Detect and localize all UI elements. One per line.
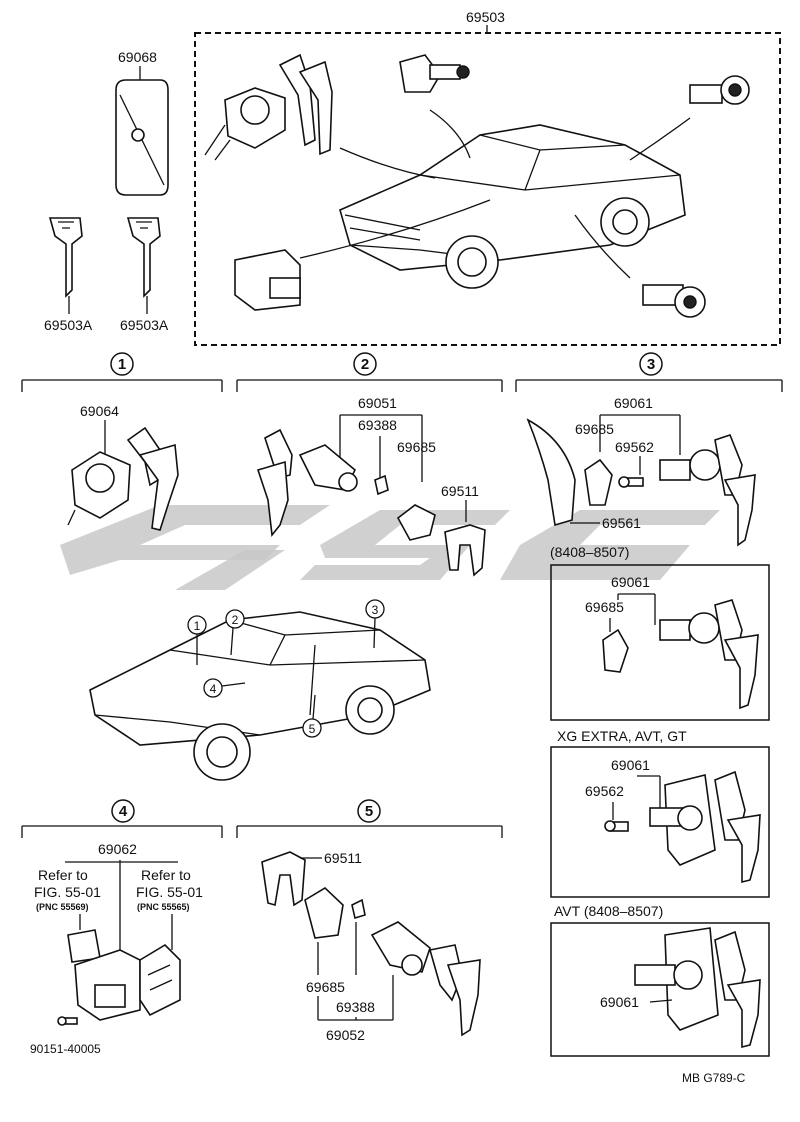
arrow-5 <box>574 214 631 279</box>
clip-label-5: 69511 <box>324 850 362 866</box>
glovebox-lock-top <box>234 249 301 311</box>
key-left <box>48 217 83 314</box>
retainer-clip-2 <box>374 474 389 496</box>
bracket-3 <box>526 418 576 527</box>
section-5-marker <box>357 799 381 823</box>
box-b-pin-label: 69562 <box>585 783 624 799</box>
section-1-number: 1 <box>118 356 126 373</box>
svg-text:3: 3 <box>372 603 379 617</box>
box-c-lock-cylinder <box>634 927 761 1049</box>
retaining-clip-5 <box>261 851 306 907</box>
top-car-illustration <box>339 124 686 289</box>
ignition-lock-cylinder <box>67 426 179 531</box>
refer-left-line1: Refer to <box>38 867 88 883</box>
gasket-5 <box>304 887 344 939</box>
trunk-lock-cylinder-3 <box>659 434 756 547</box>
retainer-clip-5 <box>351 898 366 920</box>
gasket-label-3: 69685 <box>575 421 614 437</box>
svg-text:4: 4 <box>210 682 217 696</box>
clip-label-2: 69511 <box>441 483 479 499</box>
box-a-title: (8408–8507) <box>550 544 629 560</box>
door-cylinder-top-bottom-right <box>642 284 706 318</box>
variant-box-a <box>550 564 770 721</box>
retainer-label-5: 69388 <box>336 999 375 1015</box>
box-a-gasket-label: 69685 <box>585 599 624 615</box>
box-b-lock-cylinder <box>649 770 761 884</box>
retainer-label-2: 69388 <box>358 417 397 433</box>
figure-code: MB G789-C <box>682 1071 746 1085</box>
section-4-number: 4 <box>119 803 128 820</box>
key-left-label: 69503A <box>44 317 93 333</box>
refer-right-line2: FIG. 55-01 <box>136 884 203 900</box>
gasket-label-2: 69685 <box>397 439 436 455</box>
screw-4 <box>57 1016 78 1026</box>
door-lock-cylinder-5 <box>370 921 481 1037</box>
refer-left-line2: FIG. 55-01 <box>34 884 101 900</box>
svg-text:1: 1 <box>194 619 201 633</box>
section-2-marker <box>353 352 377 376</box>
svg-text:2: 2 <box>232 613 239 627</box>
key-cover-case <box>115 79 169 196</box>
arrow-3 <box>629 117 691 161</box>
key-right <box>126 217 161 314</box>
pin-label-3: 69562 <box>615 439 654 455</box>
watermark-logo <box>60 505 720 590</box>
door-lock-cylinder-2 <box>256 428 358 538</box>
car-callout-3: 3 <box>365 599 385 649</box>
variant-box-c <box>550 922 770 1057</box>
box-b-pin <box>604 820 629 832</box>
door-cylinder-top-center <box>399 54 470 93</box>
cover-label: 69068 <box>118 49 157 65</box>
screw-label: 90151-40005 <box>30 1042 101 1056</box>
refer-right-line3: (PNC 55565) <box>137 902 190 912</box>
section-3-marker <box>639 352 663 376</box>
trunk-cylinder-assy-label: 69061 <box>614 395 653 411</box>
section-3-number: 3 <box>647 356 655 373</box>
box-a-gasket <box>602 628 629 673</box>
box-a-cylinder-label: 69061 <box>611 574 650 590</box>
glovebox-lock-assy <box>67 929 181 1021</box>
box-c-cylinder-label: 69061 <box>600 994 639 1010</box>
box-c-title: AVT (8408–8507) <box>554 903 663 919</box>
car-callout-1: 1 <box>187 615 207 665</box>
box-b-title: XG EXTRA, AVT, GT <box>557 728 687 744</box>
variant-box-b <box>550 746 770 898</box>
door-cylinder-assy-label: 69051 <box>358 395 397 411</box>
car-callout-4: 4 <box>203 678 246 698</box>
box-a-lock-cylinder <box>659 599 759 710</box>
box-b-cylinder-label: 69061 <box>611 757 650 773</box>
key-right-label: 69503A <box>120 317 169 333</box>
car-callout-5: 5 <box>302 694 322 738</box>
ignition-cylinder-top <box>204 53 333 161</box>
gasket-label-5: 69685 <box>306 979 345 995</box>
arrow-1 <box>339 147 436 179</box>
trunk-cylinder-top-right <box>689 75 750 105</box>
gasket-2 <box>396 504 436 541</box>
bracket-label-3: 69561 <box>602 515 641 531</box>
refer-right-line1: Refer to <box>141 867 191 883</box>
key-set-label: 69503 <box>466 9 505 25</box>
car-callout-2: 2 <box>225 609 245 656</box>
door-cylinder-assy-label-5: 69052 <box>326 1027 365 1043</box>
ignition-cylinder-label: 69064 <box>80 403 119 419</box>
section-4-marker <box>111 799 135 823</box>
arrow-2 <box>429 109 471 159</box>
retaining-clip-2 <box>444 524 486 577</box>
arrow-4 <box>299 199 491 259</box>
section-5-number: 5 <box>365 803 373 820</box>
pin-3 <box>618 476 644 488</box>
refer-left-line3: (PNC 55569) <box>36 902 89 912</box>
gasket-3 <box>584 458 613 506</box>
middle-car-illustration <box>89 611 431 781</box>
glovebox-assy-label: 69062 <box>98 841 137 857</box>
section-1-marker <box>110 352 134 376</box>
section-2-number: 2 <box>361 356 369 373</box>
svg-text:5: 5 <box>309 722 316 736</box>
